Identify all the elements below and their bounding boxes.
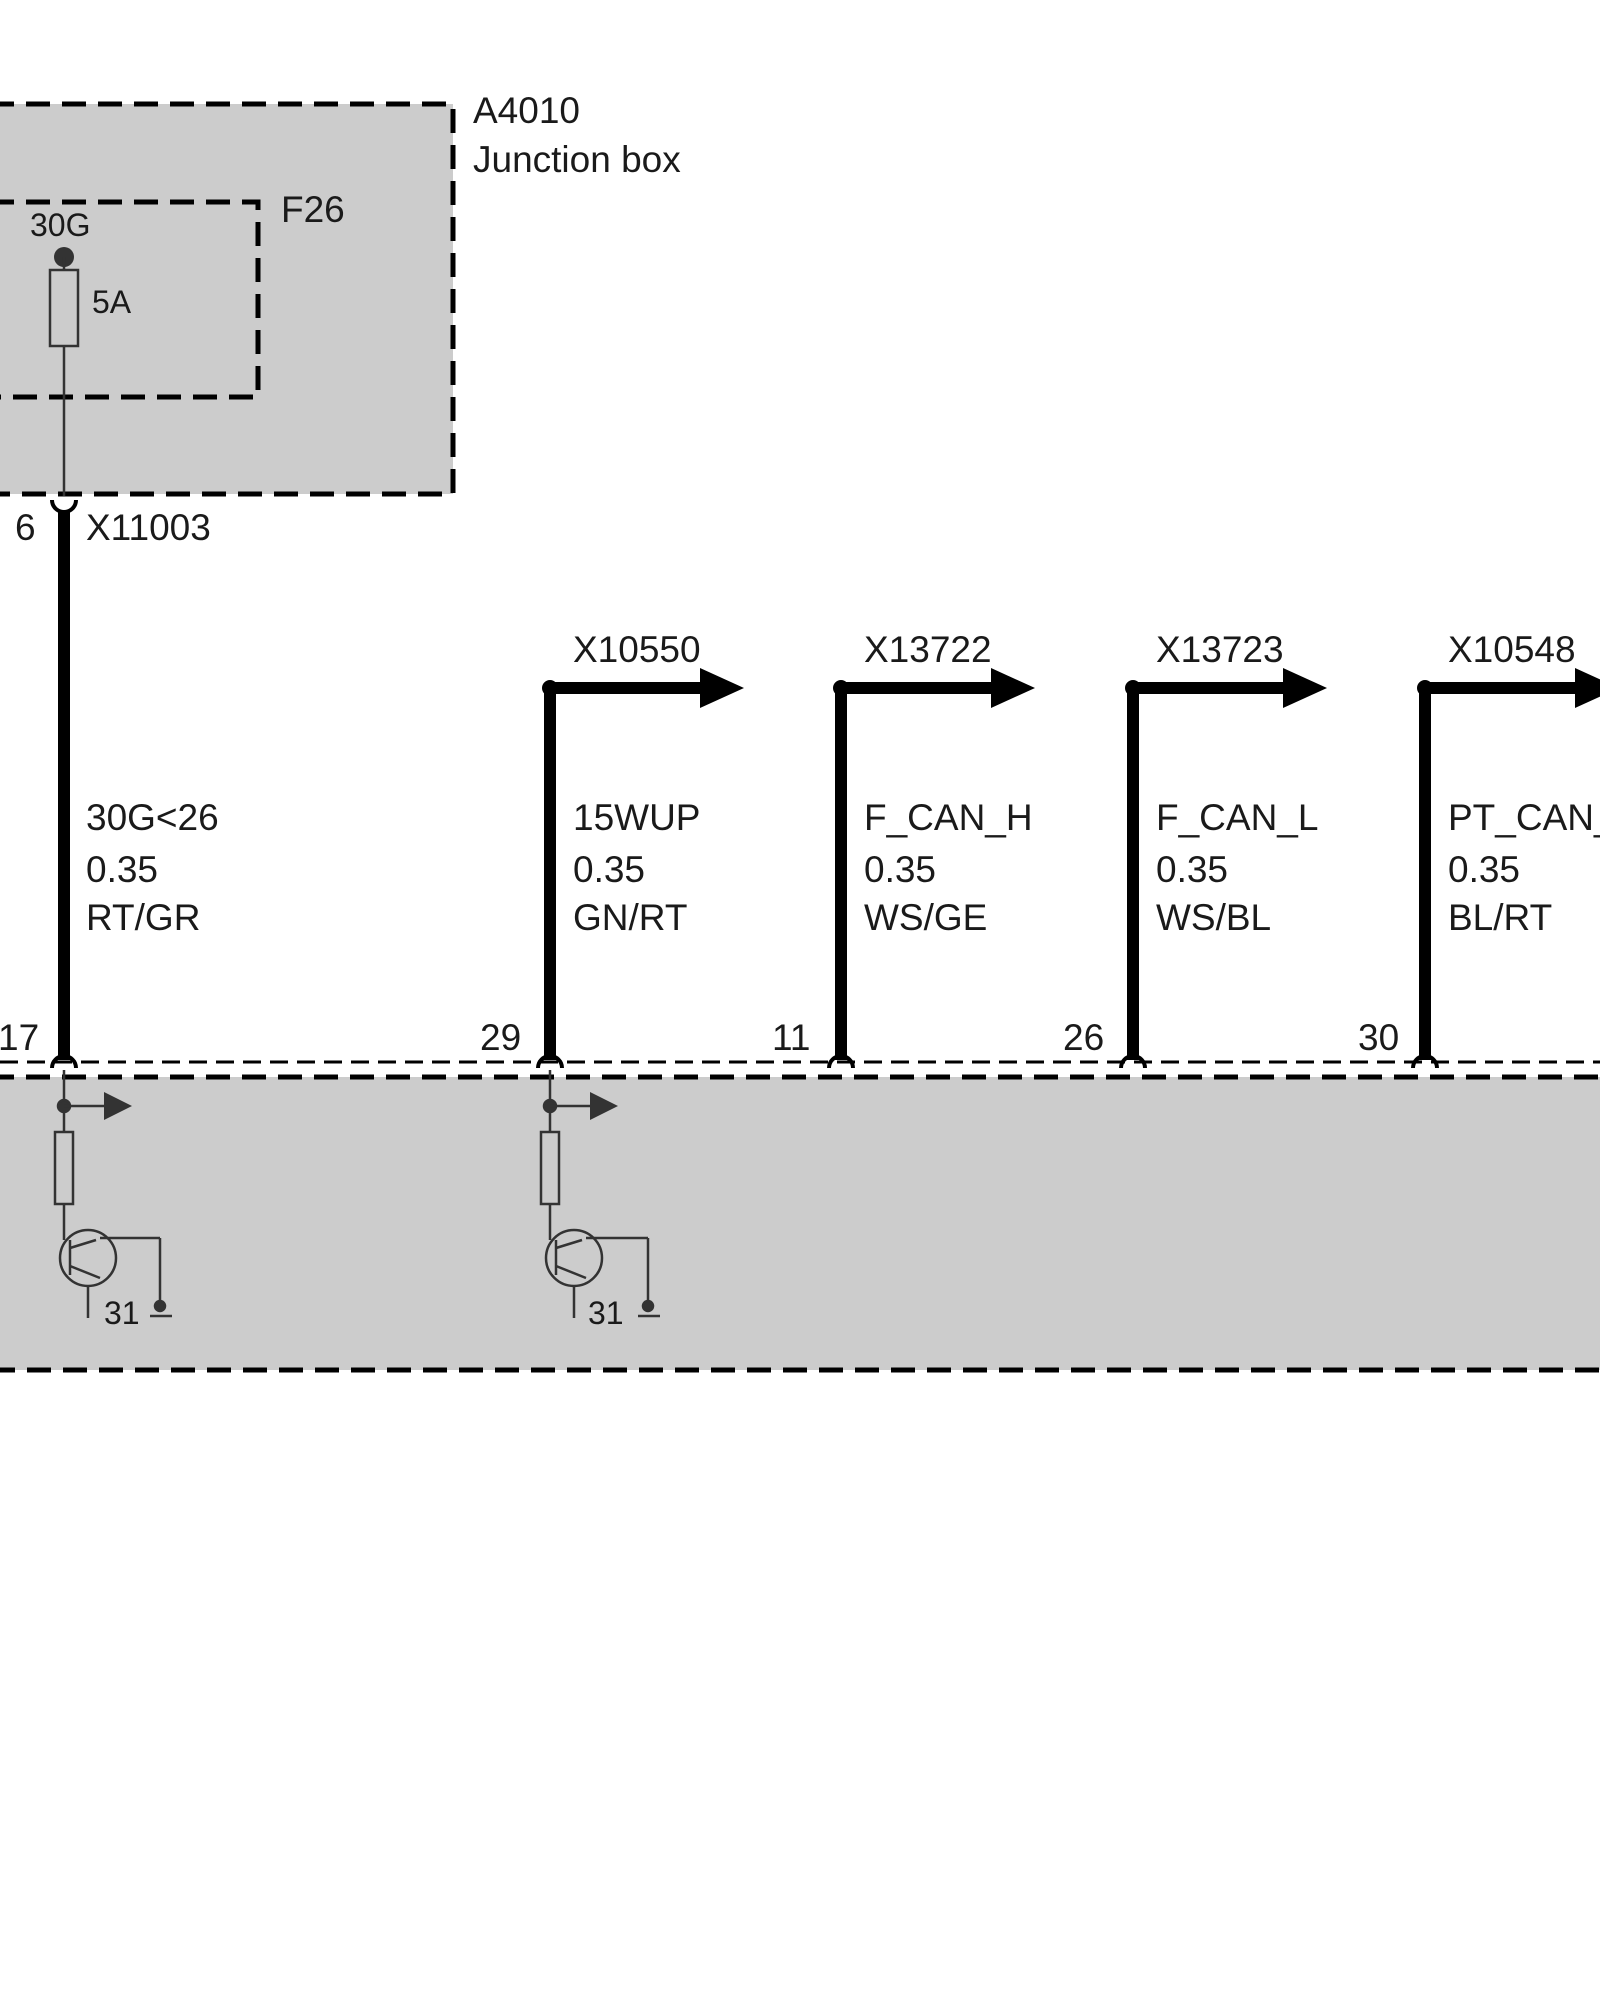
wire-pin-number: 29 [480, 1017, 521, 1058]
ground-icon [641, 1299, 655, 1313]
arrow-right-icon [590, 1092, 618, 1120]
resistor-icon [539, 1130, 561, 1206]
arrow-right-icon [700, 668, 744, 708]
wire-pin-number: 30 [1358, 1017, 1399, 1058]
ground-icon [153, 1299, 167, 1313]
wire-connector: X13723 [1156, 629, 1284, 670]
junction-box-id: A4010 [473, 90, 580, 131]
wire-signal: F_CAN_L [1156, 797, 1318, 838]
wire-gauge: 0.35 [1448, 849, 1520, 890]
wire-gauge: 0.35 [573, 849, 645, 890]
fuse-rating: 5A [92, 284, 132, 320]
wire-pin-17: 17 30G<26 0.35 RT/GR [0, 512, 219, 1069]
fuse-id: F26 [281, 189, 345, 230]
wire-signal: PT_CAN_ [1448, 797, 1600, 838]
wire-pin-number: 17 [0, 1017, 39, 1058]
transistor-driver-1 [53, 1070, 172, 1318]
transistor-driver-2 [539, 1070, 660, 1318]
wire-connector: X10550 [573, 629, 701, 670]
wire-connector: X10548 [1448, 629, 1576, 670]
wire-pin-29: X10550 29 15WUP 0.35 GN/RT [480, 629, 744, 1069]
wire-color: GN/RT [573, 897, 687, 938]
arrow-right-icon [104, 1092, 132, 1120]
wire-signal: 15WUP [573, 797, 700, 838]
wire-signal: 30G<26 [86, 797, 219, 838]
arrow-right-icon [991, 668, 1035, 708]
control-module-box [0, 1074, 1600, 1373]
ground-label: 31 [104, 1295, 140, 1331]
wire-gauge: 0.35 [1156, 849, 1228, 890]
ground-label: 31 [588, 1295, 624, 1331]
wire-gauge: 0.35 [864, 849, 936, 890]
connector-x11003-icon [50, 499, 78, 514]
wire-pin-11: X13722 11 F_CAN_H 0.35 WS/GE [772, 629, 1035, 1069]
fuse-box [0, 199, 261, 400]
connector-x11003-pin: 6 [15, 507, 36, 548]
connector-x11003-id: X11003 [86, 507, 211, 548]
wire-connector: X13722 [864, 629, 992, 670]
wire-color: RT/GR [86, 897, 200, 938]
wire-pin-number: 11 [772, 1017, 810, 1058]
wire-pin-26: X13723 26 F_CAN_L 0.35 WS/BL [1063, 629, 1327, 1069]
arrow-right-icon [1575, 668, 1600, 708]
resistor-icon [53, 1130, 75, 1206]
wire-color: BL/RT [1448, 897, 1552, 938]
wire-gauge: 0.35 [86, 849, 158, 890]
wire-color: WS/BL [1156, 897, 1271, 938]
junction-box-name: Junction box [473, 139, 681, 180]
wire-pin-number: 26 [1063, 1017, 1104, 1058]
arrow-right-icon [1283, 668, 1327, 708]
wire-color: WS/GE [864, 897, 987, 938]
fuse-icon [48, 268, 80, 348]
wire-pin-30: X10548 30 PT_CAN_ 0.35 BL/RT [1358, 629, 1600, 1069]
wire-signal: F_CAN_H [864, 797, 1033, 838]
fuse-terminal: 30G [30, 207, 90, 243]
